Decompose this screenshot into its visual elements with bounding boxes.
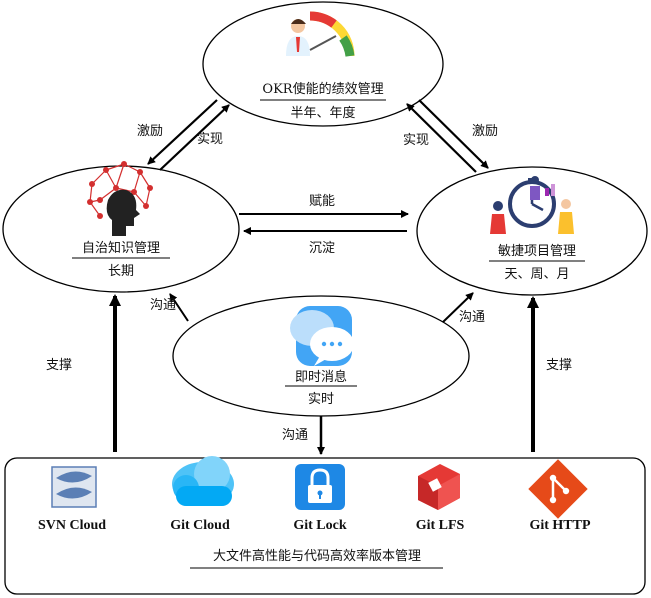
svn-cloud-icon — [51, 466, 97, 508]
agile-node — [416, 166, 648, 296]
okr-node — [202, 1, 444, 127]
arrow-knowledge-to-okr — [159, 104, 230, 171]
im-subtitle: 实时 — [308, 392, 334, 407]
arrow-im-to-agile — [442, 292, 474, 323]
im-title: 即时消息 — [295, 369, 347, 385]
clock-team-icon — [490, 176, 574, 234]
label-okr-realize-right: 实现 — [403, 133, 429, 148]
head-network-icon — [87, 161, 153, 236]
okr-subtitle: 半年、年度 — [290, 105, 355, 121]
okr-title: OKR使能的绩效管理 — [262, 81, 383, 97]
agile-title: 敏捷项目管理 — [498, 244, 576, 259]
lock-icon — [295, 464, 345, 510]
label-im-communicate-left: 沟通 — [150, 298, 176, 313]
tool-label-lfs: Git LFS — [416, 518, 465, 533]
label-support-right: 支撑 — [546, 358, 572, 373]
gauge-person-icon — [286, 11, 355, 57]
tool-label-lock: Git Lock — [293, 518, 346, 533]
chat-bubble-icon — [290, 306, 354, 366]
tool-label-http: Git HTTP — [529, 518, 591, 533]
label-agile-motivate: 激励 — [472, 124, 498, 139]
label-okr-realize-left: 实现 — [197, 132, 223, 147]
knowledge-title: 自治知识管理 — [82, 240, 160, 256]
git-icon — [528, 459, 588, 519]
label-im-communicate-right: 沟通 — [459, 310, 485, 325]
agile-subtitle: 天、周、月 — [504, 267, 569, 282]
platform-title: 大文件高性能与代码高效率版本管理 — [213, 548, 421, 564]
platform-box — [4, 457, 646, 595]
arrow-agile-to-okr — [406, 103, 477, 173]
knowledge-subtitle: 长期 — [108, 264, 134, 279]
git-lfs-icon — [418, 464, 460, 510]
arrow-okr-to-knowledge — [147, 99, 218, 165]
label-accumulate: 沉淀 — [309, 241, 335, 256]
label-empower: 赋能 — [309, 194, 335, 209]
arrow-okr-to-agile — [418, 99, 489, 169]
label-im-communicate-down: 沟通 — [282, 428, 308, 443]
tool-label-svn: SVN Cloud — [38, 518, 106, 533]
arrow-im-to-knowledge — [169, 293, 189, 322]
label-knowledge-motivate: 激励 — [137, 124, 163, 139]
tool-label-icloud: Git Cloud — [170, 518, 230, 533]
icloud-icon — [172, 456, 234, 506]
label-support-left: 支撑 — [46, 358, 72, 373]
